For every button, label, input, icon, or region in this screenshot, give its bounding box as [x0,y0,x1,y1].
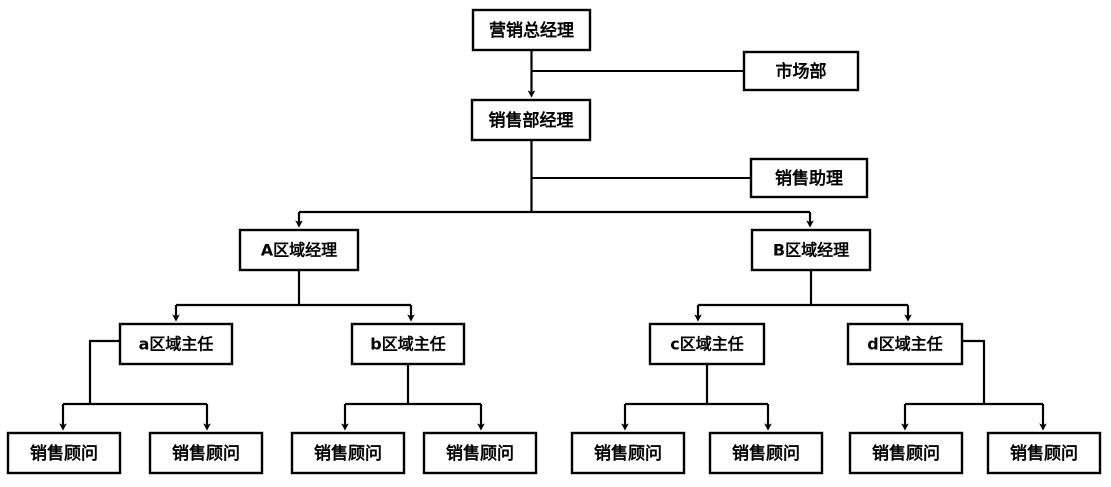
node-consultant-d2-label: 销售顾问 [1010,443,1078,464]
node-supervisor-b[interactable]: b区域主任 [350,322,466,366]
node-region-a-manager[interactable]: A区域经理 [238,228,360,272]
node-consultant-d1[interactable]: 销售顾问 [848,431,964,475]
node-consultant-a2-label: 销售顾问 [172,443,240,464]
node-sales-manager-label: 销售部经理 [489,110,574,131]
trunk-supervisor-a [88,339,120,404]
node-sales-assistant-label: 销售助理 [775,168,843,189]
trunk-supervisor-d [962,339,986,404]
node-supervisor-c-label: c区域主任 [670,335,744,354]
node-consultant-b2[interactable]: 销售顾问 [422,431,538,475]
node-marketing-gm[interactable]: 营销总经理 [471,8,592,52]
node-consultant-b1-label: 销售顾问 [314,443,382,464]
node-consultant-c1-label: 销售顾问 [594,443,662,464]
node-consultant-c2[interactable]: 销售顾问 [708,431,824,475]
node-sales-manager[interactable]: 销售部经理 [470,98,592,142]
node-layer: 营销总经理 市场部 销售部经理 销售助理 A区域经理 B区域经理 [6,8,1102,475]
node-region-b-manager[interactable]: B区域经理 [750,228,872,272]
node-supervisor-d[interactable]: d区域主任 [846,322,964,366]
node-consultant-b1[interactable]: 销售顾问 [290,431,406,475]
node-supervisor-a-label: a区域主任 [139,335,214,354]
node-region-b-manager-label: B区域经理 [773,241,849,260]
node-supervisor-c[interactable]: c区域主任 [648,322,766,366]
node-marketing-gm-label: 营销总经理 [489,20,574,41]
node-market-dept-label: 市场部 [776,61,827,82]
node-supervisor-d-label: d区域主任 [867,335,942,354]
node-consultant-d2[interactable]: 销售顾问 [986,431,1102,475]
node-consultant-c2-label: 销售顾问 [732,443,800,464]
node-consultant-a2[interactable]: 销售顾问 [148,431,264,475]
connector-layer [59,50,1047,431]
node-consultant-c1[interactable]: 销售顾问 [570,431,686,475]
node-consultant-a1-label: 销售顾问 [30,443,98,464]
node-sales-assistant[interactable]: 销售助理 [749,157,869,199]
node-region-a-manager-label: A区域经理 [261,241,337,260]
node-market-dept[interactable]: 市场部 [742,50,860,92]
node-consultant-d1-label: 销售顾问 [872,443,940,464]
node-consultant-a1[interactable]: 销售顾问 [6,431,122,475]
node-supervisor-b-label: b区域主任 [370,335,445,354]
node-consultant-b2-label: 销售顾问 [446,443,514,464]
node-supervisor-a[interactable]: a区域主任 [118,322,234,366]
